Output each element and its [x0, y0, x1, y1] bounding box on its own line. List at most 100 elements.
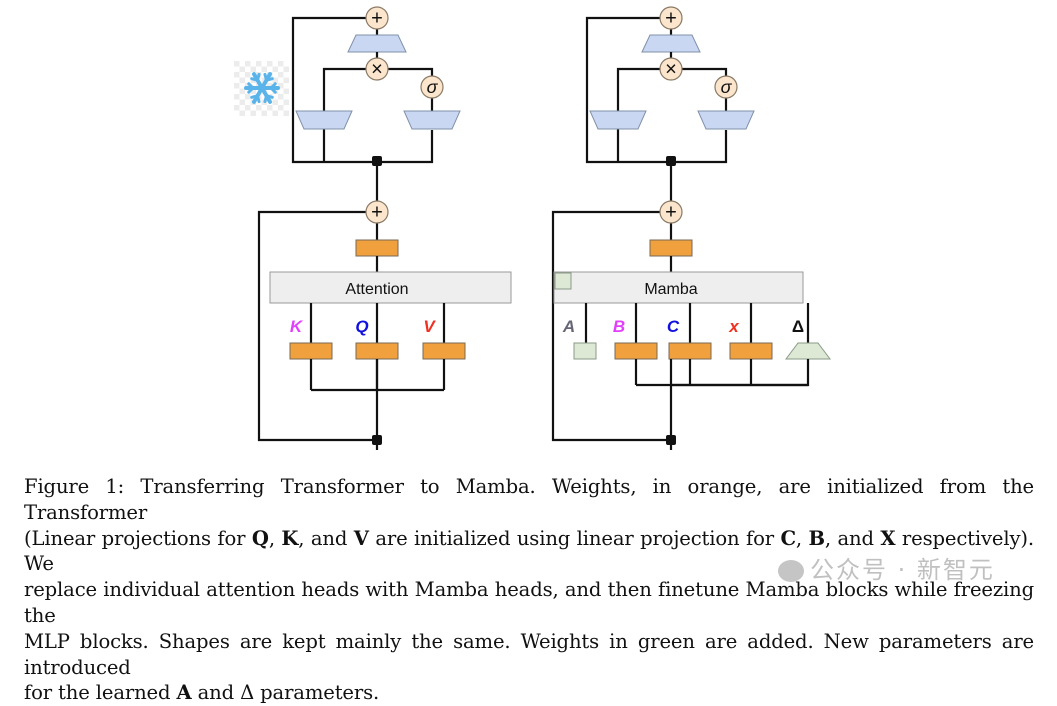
input-junction	[666, 435, 676, 445]
residual-add-op-symbol: +	[665, 202, 677, 224]
multiply-op-symbol: ×	[665, 59, 677, 81]
caption-text: , and	[824, 526, 881, 550]
snowflake-bg-cell	[267, 61, 273, 67]
caption-symbol: K	[281, 526, 299, 550]
right-branch-line	[682, 67, 728, 76]
snowflake-bg-cell	[278, 61, 284, 67]
snowflake-bg-cell	[245, 83, 251, 89]
snowflake-bg-cell	[278, 94, 284, 100]
input-label-V: V	[423, 317, 436, 336]
caption-line: replace individual attention heads with …	[24, 577, 1034, 629]
figure-caption: Figure 1: Transferring Transformer to Ma…	[24, 474, 1034, 706]
multiply-op-symbol: ×	[371, 59, 383, 81]
value-projection-trapezoid	[697, 110, 755, 130]
snowflake-bg-cell	[245, 61, 251, 67]
mlp-residual-line	[585, 16, 671, 164]
output-projection-weight	[355, 239, 399, 257]
snowflake-bg-cell	[245, 94, 251, 100]
output-projection-weight	[649, 239, 693, 257]
A-parameter-weight	[573, 342, 597, 360]
mlp-residual-line	[291, 16, 377, 164]
caption-symbol: C	[780, 526, 796, 550]
snowflake-bg-cell	[245, 72, 251, 78]
snowflake-bg-cell	[272, 99, 278, 105]
mamba-state-weight	[554, 272, 572, 290]
input-projection-weight-K	[289, 342, 333, 360]
snowflake-bg-cell	[234, 94, 240, 100]
snowflake-bg-cell	[272, 110, 278, 116]
input-label-C: C	[667, 317, 680, 336]
mixer-label: Mamba	[644, 281, 697, 298]
caption-text: (Linear projections for	[24, 526, 252, 550]
input-label-B: B	[613, 317, 625, 336]
multiply-op	[659, 57, 683, 81]
mixer-box	[269, 271, 512, 304]
residual-add-op	[659, 200, 683, 224]
caption-text: ,	[795, 526, 809, 550]
caption-text: are initialized using linear projection …	[368, 526, 781, 550]
snowflake-branch	[247, 82, 255, 90]
caption-text: MLP blocks. Shapes are kept mainly the s…	[24, 629, 1034, 679]
mlp-junction	[666, 156, 676, 166]
snowflake-branch	[269, 86, 277, 94]
caption-text: respectively). We	[24, 526, 1034, 576]
snowflake-bg-cell	[272, 77, 278, 83]
sigmoid-op	[714, 75, 738, 99]
snowflake-bg-cell	[239, 88, 245, 94]
caption-symbol: B	[808, 526, 825, 550]
caption-text: ,	[268, 526, 282, 550]
snowflake-bg-cell	[272, 66, 278, 72]
input-projection-weight-B	[614, 342, 658, 360]
snowflake-bg-cell	[261, 66, 267, 72]
input-projection-weight-V	[422, 342, 466, 360]
right-branch-line	[388, 67, 434, 76]
caption-text: , and	[298, 526, 354, 550]
up-projection-trapezoid	[641, 34, 701, 53]
snowflake-bg-cell	[250, 110, 256, 116]
input-label-Δ: Δ	[792, 317, 804, 336]
caption-line: MLP blocks. Shapes are kept mainly the s…	[24, 629, 1034, 681]
left-branch-line	[322, 67, 366, 162]
snowflake-bg-cell	[239, 66, 245, 72]
snowflake-bg-cell	[261, 110, 267, 116]
right-branch-bottom-line	[671, 130, 728, 164]
snowflake-icon	[234, 61, 289, 116]
caption-symbol: X	[880, 526, 896, 550]
gate-projection-trapezoid	[589, 110, 647, 130]
snowflake-bg-cell	[278, 105, 284, 111]
sigmoid-op	[420, 75, 444, 99]
caption-text: replace individual attention heads with …	[24, 578, 1034, 627]
input-label-A: A	[562, 317, 575, 336]
mixer-residual-line	[551, 210, 671, 442]
add-op	[659, 6, 683, 30]
caption-text: for the learned	[24, 681, 177, 705]
snowflake-bg-cell	[239, 77, 245, 83]
snowflake-bg-cell	[234, 105, 240, 111]
snowflake-bg-cell	[250, 88, 256, 94]
left-branch-line	[616, 67, 660, 162]
snowflake-bg-cell	[283, 99, 289, 105]
gate-projection-trapezoid	[295, 110, 353, 130]
caption-text: Figure 1: Transferring Transformer to Ma…	[24, 475, 1034, 524]
input-label-Q: Q	[355, 317, 368, 336]
snowflake-bg-cell	[267, 83, 273, 89]
add-op	[365, 6, 389, 30]
snowflake-branch	[263, 94, 268, 104]
right-branch-bottom-line	[377, 130, 434, 164]
join-line	[671, 359, 810, 387]
snowflake-bg-cell	[239, 99, 245, 105]
input-junction	[372, 435, 382, 445]
snowflake-bg-cell	[234, 61, 240, 67]
residual-add-op	[365, 200, 389, 224]
snowflake-bg-cell	[234, 72, 240, 78]
snowflake-bg-cell	[283, 88, 289, 94]
snowflake-bg-cell	[256, 105, 262, 111]
snowflake-branch	[256, 72, 261, 82]
mixer-box	[553, 271, 804, 304]
caption-symbol: A	[176, 681, 192, 705]
snowflake-bg-cell	[283, 66, 289, 72]
mixer-residual-line	[257, 210, 377, 442]
mlp-junction	[372, 156, 382, 166]
snowflake-bg-cell	[256, 61, 262, 67]
